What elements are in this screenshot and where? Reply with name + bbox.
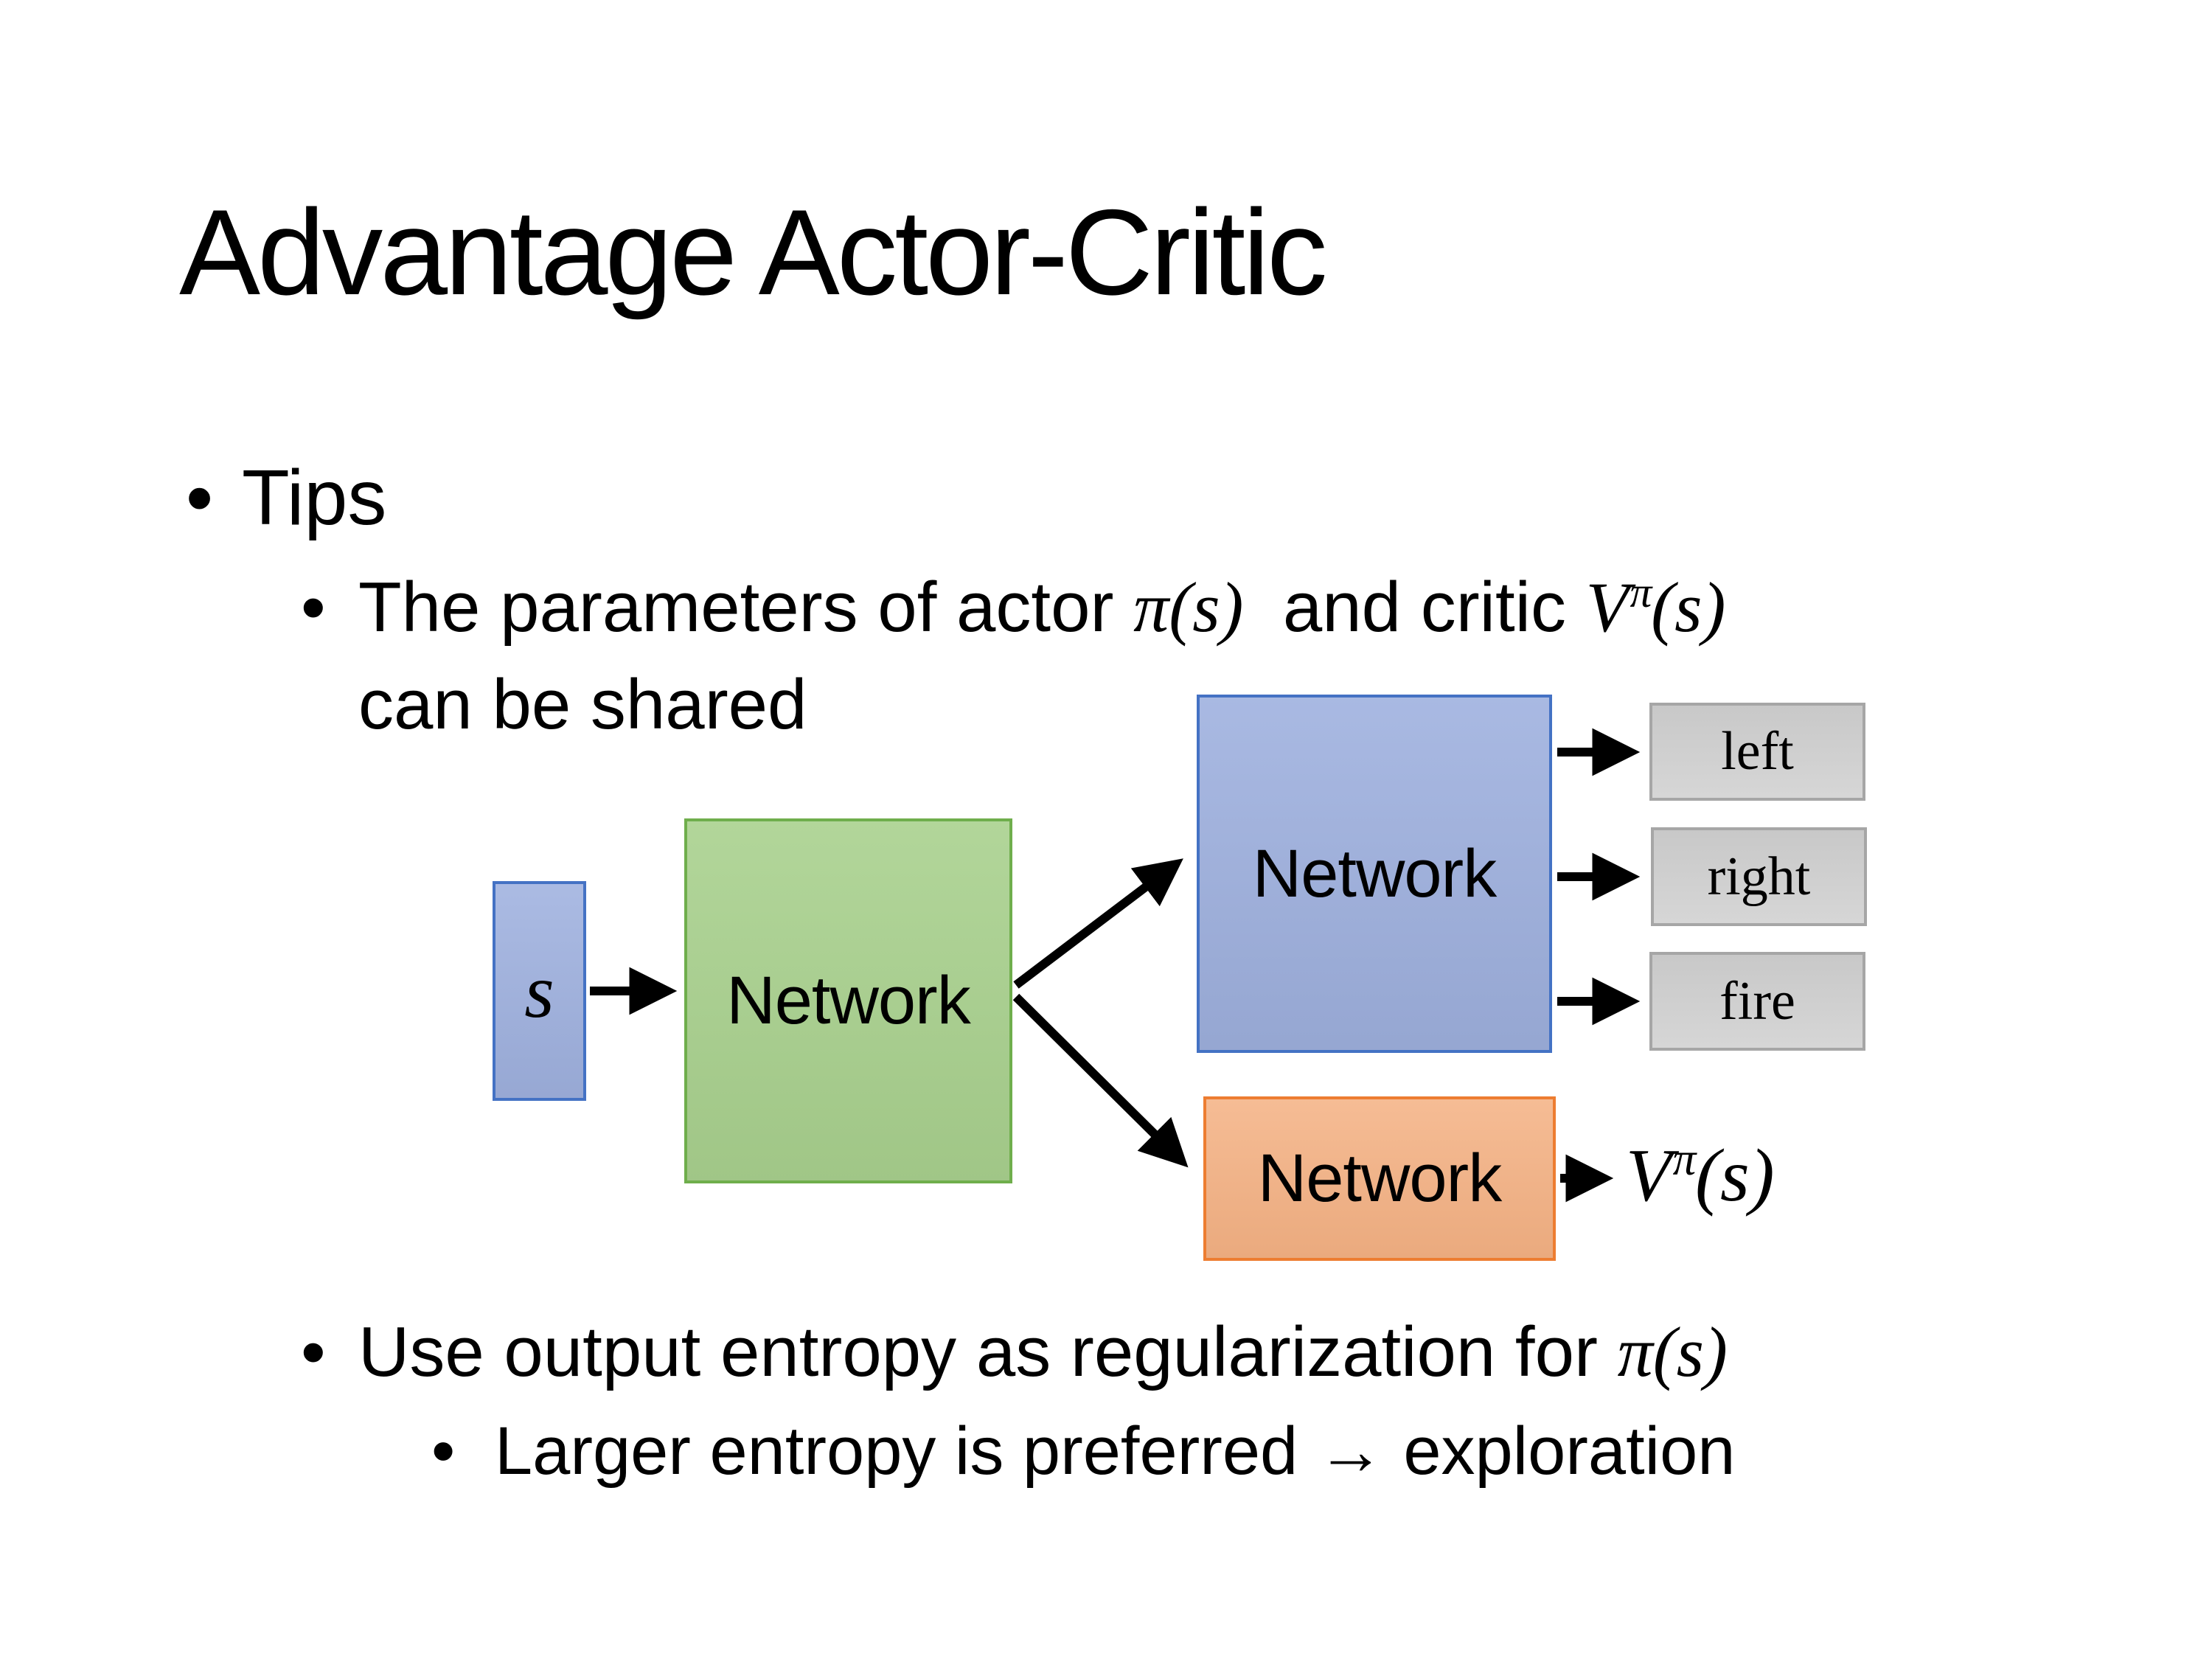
state-label: s <box>524 948 554 1034</box>
bullet-entropy-text: Use output entropy as regularization for… <box>358 1312 1728 1391</box>
bullet-entropy-regularization: • Use output entropy as regularization f… <box>301 1311 1728 1393</box>
bullet-dot: • <box>186 454 214 541</box>
actor-network-box: Network <box>1197 695 1552 1053</box>
actor-network-label: Network <box>1252 835 1497 911</box>
action-box-right: right <box>1651 827 1867 926</box>
bullet-dot: • <box>301 568 326 647</box>
shared-network-box: Network <box>684 818 1012 1183</box>
arrow-shared-to-actor <box>1013 858 1183 989</box>
action-label-left: left <box>1721 721 1794 782</box>
action-label-fire: fire <box>1719 970 1795 1032</box>
bullet-tips: • Tips <box>186 453 386 543</box>
bullet-parameters-line2: can be shared <box>358 665 807 744</box>
actor-policy-math: π(s) <box>1617 1312 1728 1391</box>
slide-title: Advantage Actor-Critic <box>179 184 1328 320</box>
critic-network-box: Network <box>1203 1096 1556 1261</box>
state-input-box: s <box>493 881 586 1101</box>
arrow-shared-to-critic <box>1012 993 1189 1168</box>
actor-policy-math: π(s) <box>1133 568 1244 647</box>
critic-network-label: Network <box>1257 1141 1502 1216</box>
shared-network-label: Network <box>726 963 970 1038</box>
critic-value-math: Vπ(s) <box>1585 568 1726 647</box>
critic-output-math: Vπ(s) <box>1626 1133 1775 1217</box>
action-box-left: left <box>1649 703 1865 801</box>
bullet-parameters-line1: • The parameters of actor π(s) and criti… <box>301 566 1725 648</box>
bullet-dot: • <box>301 1312 326 1391</box>
bullet-larger-entropy-text: Larger entropy is preferred → exploratio… <box>495 1413 1736 1489</box>
bullet-tips-label: Tips <box>242 454 387 541</box>
action-label-right: right <box>1707 846 1811 907</box>
bullet-parameters-text: The parameters of actor π(s) and critic … <box>358 568 1726 647</box>
bullet-dot: • <box>431 1413 456 1489</box>
bullet-larger-entropy: • Larger entropy is preferred → explorat… <box>431 1413 1735 1490</box>
action-box-fire: fire <box>1649 952 1865 1051</box>
